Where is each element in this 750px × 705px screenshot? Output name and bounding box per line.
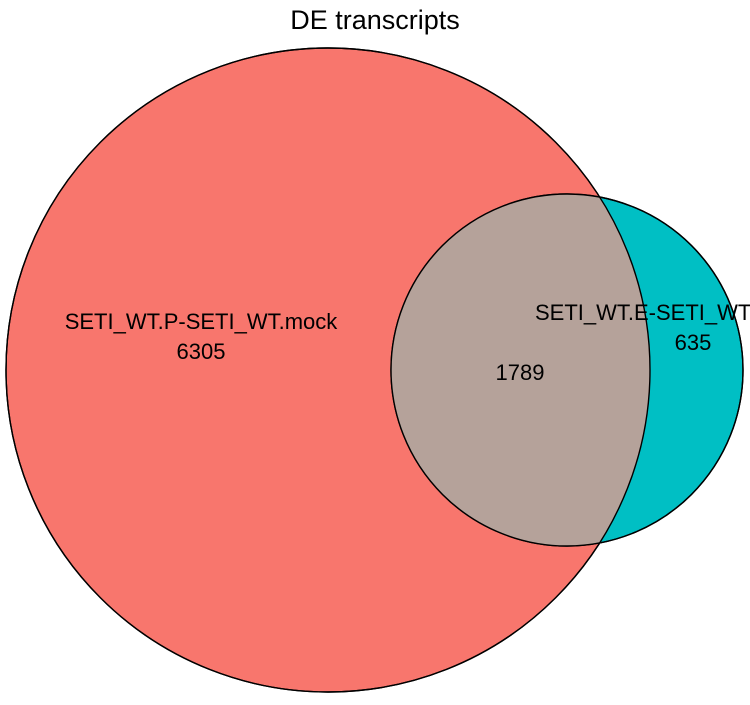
set-a-count: 6305	[177, 339, 226, 364]
set-b-label: SETI_WT.E-SETI_WT.mock	[535, 300, 750, 325]
set-a-label: SETI_WT.P-SETI_WT.mock	[65, 309, 339, 334]
overlap-count: 1789	[496, 360, 545, 385]
set-a-outline	[5, 47, 651, 693]
set-b-outline	[390, 193, 744, 547]
set-b-count: 635	[675, 330, 712, 355]
diagram-title: DE transcripts	[290, 5, 460, 35]
